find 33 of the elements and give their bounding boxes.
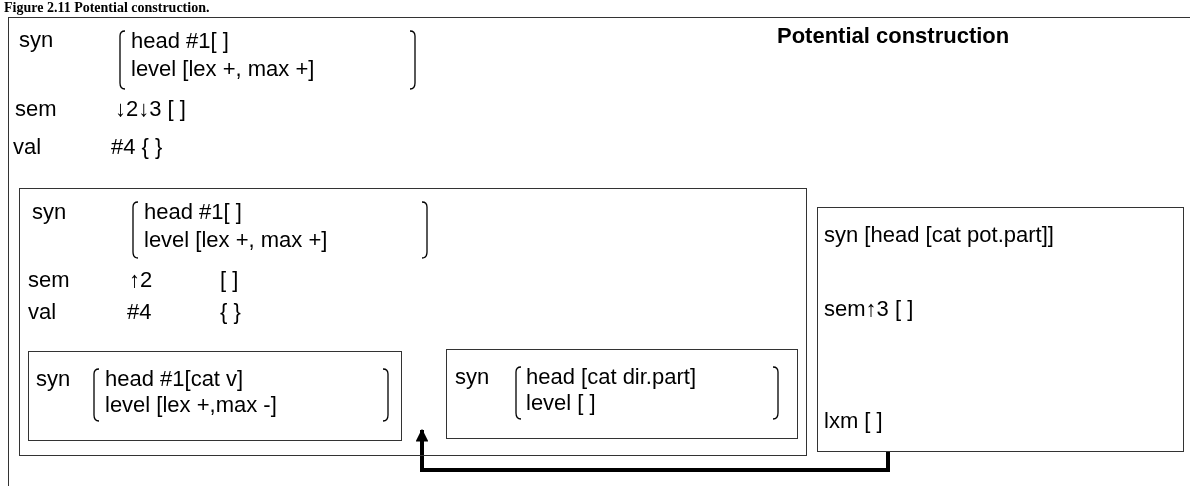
feature-text: ↑2 bbox=[129, 267, 153, 293]
feature-text: #4 bbox=[127, 299, 152, 325]
feature-text: #4 { } bbox=[111, 134, 163, 160]
figure-title: Figure 2.11 Potential construction. bbox=[4, 0, 210, 16]
feature-text: head #1[ ] bbox=[131, 28, 229, 54]
feature-text: syn [head [cat pot.part]] bbox=[824, 222, 1054, 248]
feature-text: level [lex +, max +] bbox=[144, 227, 328, 253]
feature-structure-box bbox=[28, 351, 402, 441]
feature-text: sem bbox=[15, 96, 57, 122]
feature-structure-box bbox=[817, 207, 1184, 452]
feature-text: sem bbox=[28, 267, 70, 293]
feature-text: val bbox=[28, 299, 57, 325]
feature-structure-box bbox=[446, 349, 798, 439]
feature-text: head #1[ ] bbox=[144, 199, 242, 225]
feature-text: ↓2↓3 [ ] bbox=[115, 96, 186, 122]
feature-text: level [lex +, max +] bbox=[131, 56, 315, 82]
arrow bbox=[415, 428, 890, 472]
feature-structure-box bbox=[8, 17, 1190, 486]
feature-text: sem↑3 [ ] bbox=[824, 296, 914, 322]
feature-text: syn bbox=[36, 366, 71, 392]
feature-structure-box bbox=[19, 188, 807, 456]
feature-text: val bbox=[13, 134, 42, 160]
feature-text: [ ] bbox=[220, 267, 239, 293]
feature-text: level [ ] bbox=[526, 390, 596, 416]
feature-text: syn bbox=[455, 364, 490, 390]
feature-text: syn bbox=[19, 27, 54, 53]
feature-text: lxm [ ] bbox=[824, 408, 883, 434]
feature-text: level [lex +,max -] bbox=[105, 392, 277, 418]
feature-text: syn bbox=[32, 199, 67, 225]
feature-text: head [cat dir.part] bbox=[526, 364, 696, 390]
feature-text: head #1[cat v] bbox=[105, 366, 244, 392]
feature-text: { } bbox=[220, 299, 241, 325]
diagram-heading: Potential construction bbox=[777, 23, 1010, 49]
